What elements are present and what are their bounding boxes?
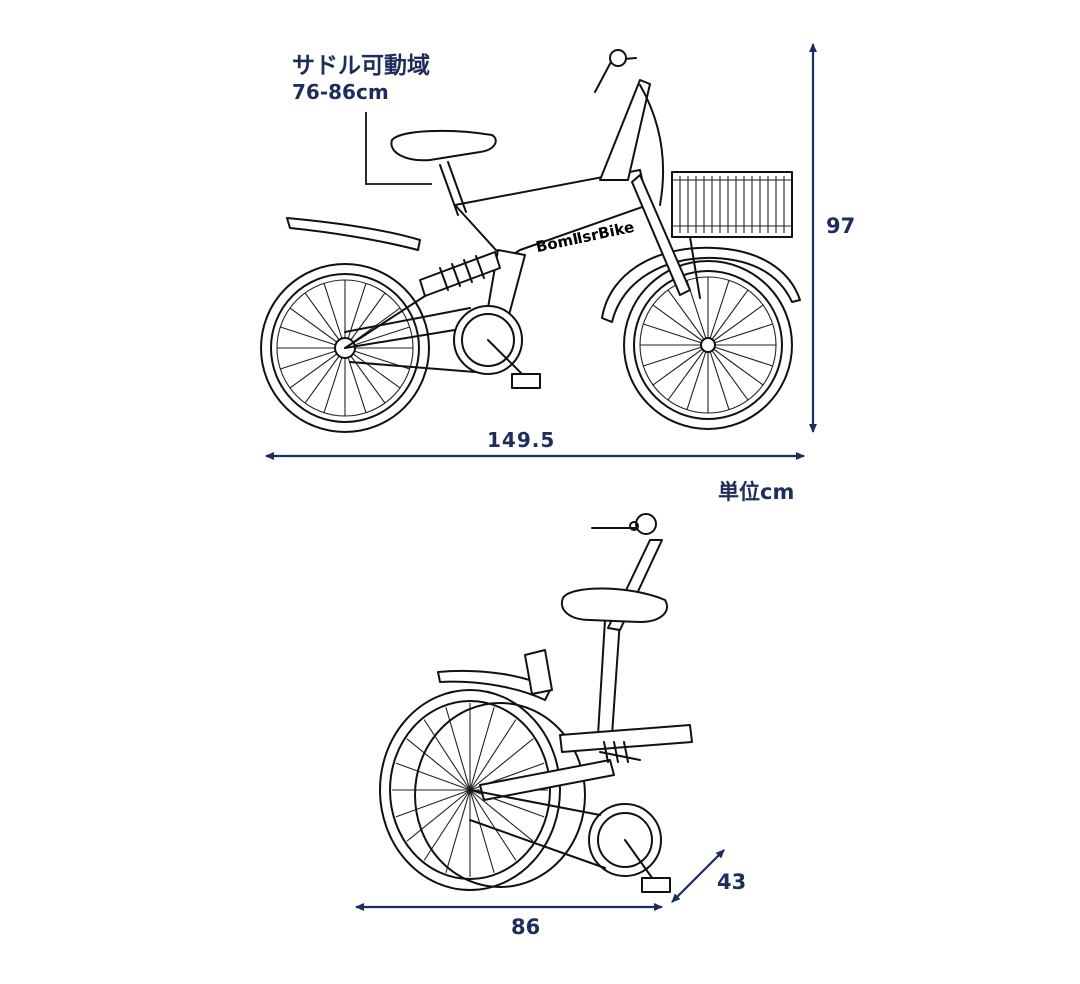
basket — [671, 171, 793, 299]
folded-chain — [469, 789, 606, 869]
rear-wheel — [260, 263, 430, 433]
length-value: 149.5 — [487, 428, 556, 452]
folded-basket-frame — [524, 649, 553, 695]
chainring — [453, 305, 541, 389]
folded-bike-illustration — [379, 513, 693, 893]
rear-fender — [286, 217, 421, 251]
folded-depth-arrow — [671, 849, 725, 903]
saddle-range-value: 76-86cm — [292, 80, 389, 104]
saddle-range-guide-line — [365, 112, 432, 185]
chain — [344, 307, 476, 373]
handlebar — [594, 49, 665, 206]
folded-depth-value: 43 — [717, 870, 747, 894]
saddle-range-title: サドル可動域 — [292, 53, 430, 79]
dimension-arrows — [265, 43, 817, 911]
frame — [344, 79, 691, 349]
folded-chainring — [588, 803, 671, 893]
folded-fender — [437, 669, 551, 701]
unit-label: 単位cm — [718, 480, 795, 504]
folded-frame — [479, 539, 693, 801]
height-value: 97 — [826, 214, 856, 238]
folded-handlebar — [591, 513, 657, 535]
folded-saddle — [560, 587, 668, 623]
front-wheel — [623, 260, 793, 430]
saddle — [390, 129, 497, 216]
folded-length-value: 86 — [511, 915, 541, 939]
folded-front-wheel — [414, 702, 586, 888]
front-fender — [601, 246, 801, 323]
unfolded-bike-illustration — [260, 49, 801, 433]
